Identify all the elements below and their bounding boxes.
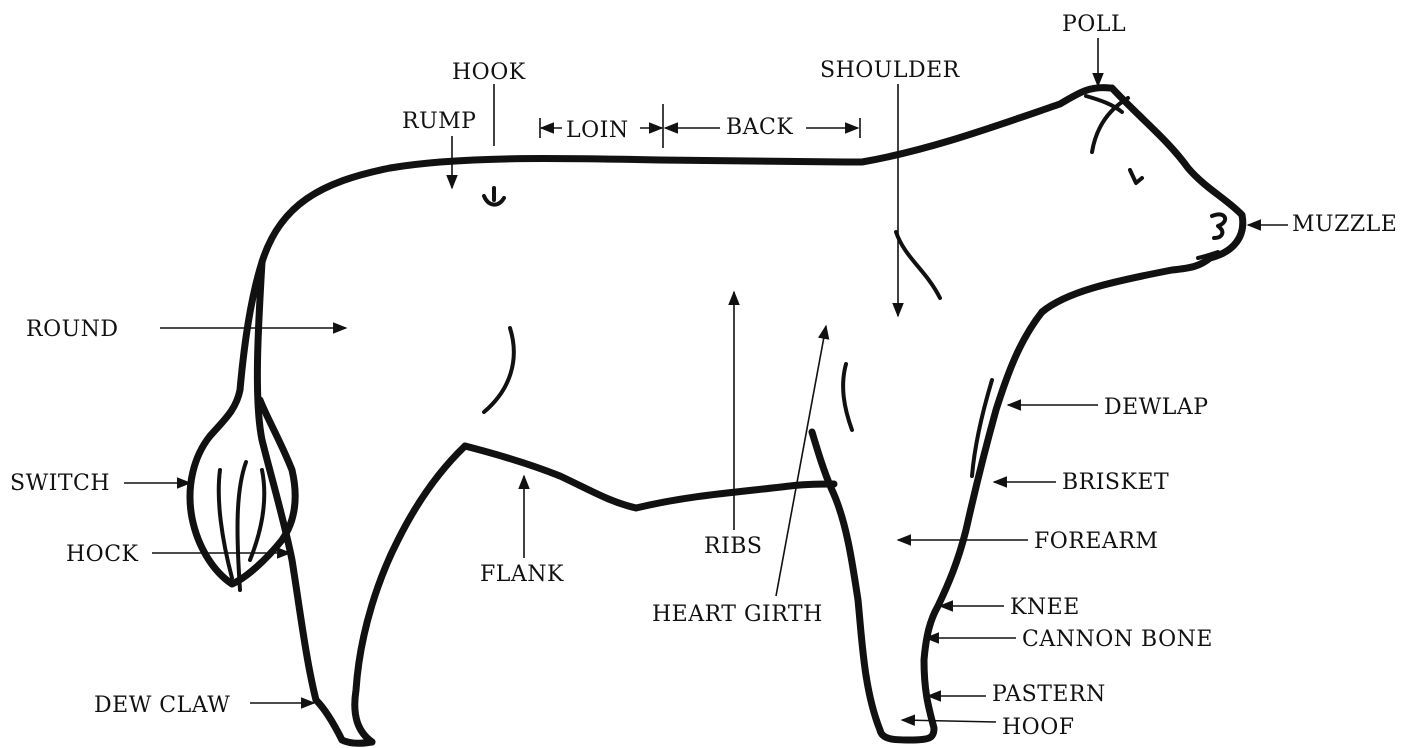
label-pastern: PASTERN — [992, 682, 1106, 707]
switch-outline — [190, 400, 295, 584]
label-loin: LOIN — [566, 118, 629, 143]
label-ribs: RIBS — [704, 534, 763, 559]
elbow-detail — [843, 364, 852, 430]
label-hook: HOOK — [452, 60, 526, 85]
switch-strand-1 — [238, 462, 246, 590]
label-switch: SWITCH — [10, 471, 110, 496]
hindleg-front — [355, 446, 465, 742]
label-hock: HOCK — [66, 542, 139, 567]
neck-crease — [896, 232, 940, 298]
label-back: BACK — [726, 115, 793, 140]
belly-line — [465, 446, 834, 508]
label-heart-girth: HEART GIRTH — [652, 602, 823, 627]
ear-detail — [1086, 96, 1128, 152]
flank-fold — [484, 328, 514, 412]
head-outline — [1042, 88, 1243, 312]
foreleg-back — [812, 432, 880, 730]
label-hoof: HOOF — [1002, 715, 1075, 740]
label-brisket: BRISKET — [1062, 470, 1169, 495]
label-dewlap: DEWLAP — [1104, 395, 1209, 420]
label-rump: RUMP — [402, 109, 476, 134]
label-dew-claw: DEW CLAW — [94, 693, 230, 718]
tail — [210, 262, 262, 436]
label-round: ROUND — [26, 317, 119, 342]
label-forearm: FOREARM — [1034, 529, 1158, 554]
switch-strand-3 — [250, 470, 264, 560]
label-flank: FLANK — [480, 562, 564, 587]
leader-hoof — [902, 720, 996, 722]
neck-front — [880, 312, 1042, 740]
eye-mark — [1130, 170, 1142, 183]
topline — [262, 88, 1110, 262]
label-knee: KNEE — [1010, 595, 1080, 620]
nostril-mark — [1212, 214, 1225, 238]
hip-mark — [484, 188, 504, 205]
label-poll: POLL — [1062, 12, 1126, 37]
switch-strand-2 — [219, 470, 232, 578]
label-shoulder: SHOULDER — [820, 58, 961, 83]
label-cannon-bone: CANNON BONE — [1022, 627, 1213, 652]
label-muzzle: MUZZLE — [1292, 212, 1397, 237]
labels: POLL HOOK SHOULDER RUMP LOIN BACK MUZZLE… — [10, 12, 1397, 740]
